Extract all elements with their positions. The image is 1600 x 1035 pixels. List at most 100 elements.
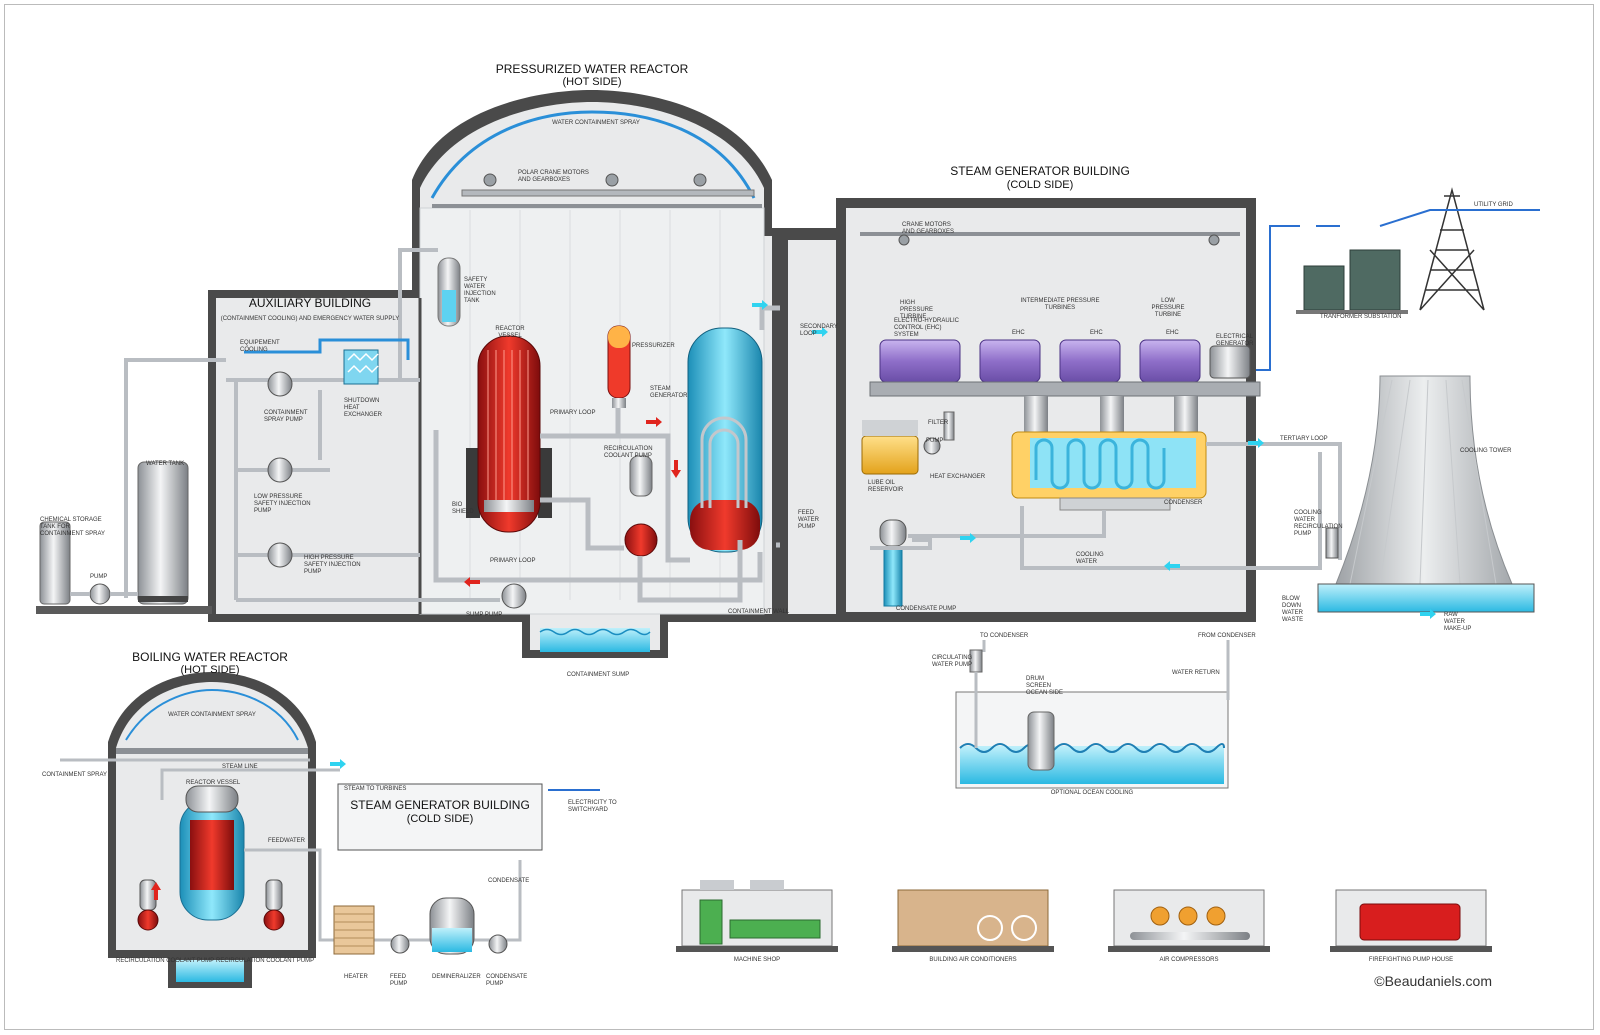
label-condenser: CONDENSER — [1164, 500, 1203, 506]
label-feed-pump: FEED PUMP — [390, 974, 408, 987]
auxiliary-pipes — [124, 248, 500, 602]
label-lp-turbine: LOW PRESSURE TURBINE — [1151, 298, 1185, 318]
label-containment-spray: CONTAINMENT SPRAY — [42, 772, 108, 778]
power-line — [1256, 209, 1540, 371]
label-electrical-generator: ELECTRICAL GENERATOR — [1216, 334, 1254, 347]
label-shutdown-hx: SHUTDOWN HEAT EXCHANGER — [344, 398, 383, 418]
label-recirc-pump-left: RECIRCULATION COOLANT PUMP — [116, 958, 215, 964]
bwr-pipes — [60, 758, 522, 942]
label-water-containment-spray: WATER CONTAINMENT SPRAY — [552, 120, 640, 126]
bwr-sgb-title: STEAM GENERATOR BUILDING — [350, 798, 530, 812]
label-ip-turbines: INTERMEDIATE PRESSURE TURBINES — [1020, 298, 1100, 311]
ground-slab — [36, 606, 212, 614]
label-bwr-reactor-vessel: REACTOR VESSEL — [186, 780, 241, 786]
label-pressurizer: PRESSURIZER — [632, 343, 675, 349]
label-water-return: WATER RETURN — [1172, 670, 1220, 676]
bwr-recirc-pumps — [137, 879, 285, 931]
label-pump: PUMP — [90, 574, 108, 580]
label-water-tank: WATER TANK — [146, 461, 185, 467]
safety-injection-tank — [437, 257, 461, 327]
label-ehc-1: EHC — [1012, 330, 1025, 336]
label-bwr-condensate-pump: CONDENSATE PUMP — [486, 974, 528, 987]
label-cooling-water-recirc-pump: COOLING WATER RECIRCULATION PUMP — [1294, 510, 1343, 537]
connector-building — [780, 228, 836, 622]
machine-shop — [676, 880, 838, 952]
bwr-title: BOILING WATER REACTOR — [132, 650, 288, 664]
pwr-subtitle: (HOT SIDE) — [562, 76, 622, 88]
label-steam-line: STEAM LINE — [222, 764, 258, 770]
flow-arrows-cold — [330, 300, 1436, 769]
label-to-condenser: TO CONDENSER — [980, 633, 1029, 639]
label-containment-spray-pump: CONTAINMENT SPRAY PUMP — [264, 410, 308, 423]
bwr-demineralizer — [429, 897, 475, 955]
copyright-text: ©Beaudaniels.com — [1374, 973, 1492, 989]
cooling-tower — [1317, 375, 1535, 613]
bwr-sgb-subtitle: (COLD SIDE) — [406, 813, 474, 825]
label-polar-crane: POLAR CRANE MOTORS AND GEARBOXES — [518, 170, 589, 183]
chemical-storage-tank — [39, 521, 71, 605]
label-steam-generator: STEAM GENERATOR — [650, 386, 688, 399]
label-electricity-switchyard: ELECTRICITY TO SWITCHYARD — [568, 800, 617, 813]
air-compressors — [1108, 889, 1270, 952]
label-chemical-tank: CHEMICAL STORAGE TANK FOR CONTAINMENT SP… — [40, 517, 106, 537]
label-blow-down: BLOW DOWN WATER WASTE — [1282, 596, 1304, 623]
bwr-condensate-pump — [488, 934, 508, 954]
transformer-substation — [1296, 249, 1408, 314]
label-containment-wall: CONTAINMENT WALL — [728, 609, 790, 615]
label-condensate-pump: CONDENSATE PUMP — [896, 606, 957, 612]
equipment-cooling-line — [244, 338, 410, 360]
containment-sump — [539, 628, 651, 652]
image-frame — [4, 4, 1594, 1030]
label-condensate: CONDENSATE — [488, 878, 530, 884]
label-raw-water: RAW WATER MAKE-UP — [1444, 612, 1472, 632]
heater — [333, 905, 375, 955]
recirculation-coolant-pump — [624, 455, 658, 557]
label-steam-to-turbines: STEAM TO TURBINES — [344, 786, 407, 792]
label-sg-pump: PUMP — [926, 438, 944, 444]
label-filter: FILTER — [928, 420, 949, 426]
flow-arrows-hot — [151, 417, 681, 900]
lube-oil-reservoir — [861, 420, 919, 475]
label-safety-injection-tank: SAFETY WATER INJECTION TANK — [464, 277, 496, 304]
label-bwr-spray: WATER CONTAINMENT SPRAY — [168, 712, 256, 718]
water-tank — [137, 461, 189, 605]
label-containment-sump: CONTAINMENT SUMP — [566, 672, 630, 678]
label-cooling-water: COOLING WATER — [1076, 552, 1104, 565]
label-equipment-cooling: EQUIPEMENT COOLING — [240, 340, 280, 353]
label-ehc-3: EHC — [1166, 330, 1179, 336]
label-sump-pump: SUMP PUMP — [466, 612, 503, 618]
label-primary-loop-bottom: PRIMARY LOOP — [490, 558, 536, 564]
building-air-conditioners — [892, 889, 1054, 952]
label-transformer-substation: TRANFORMER SUBSTATION — [1320, 314, 1402, 320]
label-cooling-tower: COOLING TOWER — [1460, 448, 1512, 454]
label-feedwater: FEEDWATER — [268, 838, 305, 844]
label-utility-grid: UTILITY GRID — [1474, 202, 1513, 208]
label-recirculation-coolant-pump: RECIRCULATION COOLANT PUMP — [604, 446, 653, 459]
label-from-condenser: FROM CONDENSER — [1198, 633, 1256, 639]
oil-pump — [923, 437, 941, 455]
label-recirc-pump-right: RECIRCULATION COOLANT PUMP — [216, 958, 315, 964]
chemical-pump — [89, 583, 111, 605]
sgb-title: STEAM GENERATOR BUILDING — [950, 164, 1130, 178]
shutdown-heat-exchanger — [343, 349, 379, 385]
label-tertiary-loop: TERTIARY LOOP — [1280, 436, 1328, 442]
bwr-feed-pump — [390, 934, 410, 954]
firefighting-pump-house — [1330, 889, 1492, 952]
ocean-cooling — [955, 640, 1230, 789]
label-bio-shield: BIO SHIELD — [452, 502, 474, 515]
label-drum-screen: DRUM SCREEN OCEAN SIDE — [1026, 676, 1064, 696]
label-secondary-loop: SECONDARY LOOP — [800, 324, 838, 337]
label-reactor-vessel: REACTOR VESSEL — [495, 326, 525, 339]
label-low-pressure-sip: LOW PRESSURE SAFETY INJECTION PUMP — [254, 494, 311, 514]
label-demineralizer: DEMINERALIZER — [432, 974, 481, 980]
cooling-water-recirc-pump — [1325, 527, 1339, 559]
reactor-vessel — [477, 335, 541, 533]
condenser — [1011, 431, 1207, 511]
oil-filter — [943, 411, 955, 441]
aux-subtitle: (CONTAINMENT COOLING) AND EMERGENCY WATE… — [220, 316, 400, 322]
label-heater: HEATER — [344, 974, 368, 980]
label-primary-loop-top: PRIMARY LOOP — [550, 410, 596, 416]
steam-generator — [687, 327, 763, 553]
label-ehc-2: EHC — [1090, 330, 1103, 336]
